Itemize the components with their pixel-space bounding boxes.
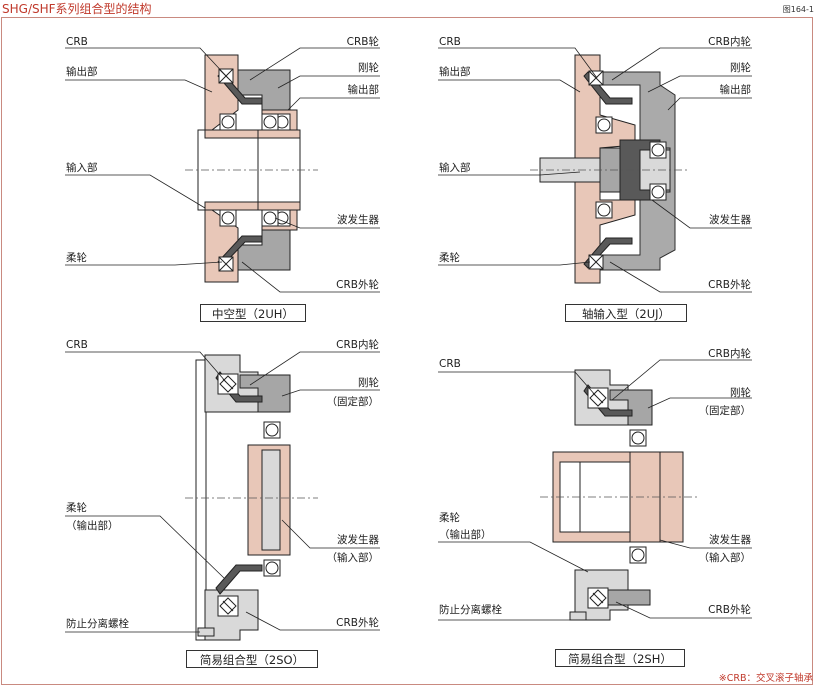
label-output-right: 输出部 xyxy=(719,84,752,96)
figure-frame xyxy=(1,17,813,685)
label-anti-separation-bolt: 防止分离螺栓 xyxy=(439,604,502,616)
caption-2so: 简易组合型（2SO） xyxy=(186,650,318,668)
caption-2sh: 简易组合型（2SH） xyxy=(555,649,685,667)
diagram-2uj xyxy=(438,47,752,293)
label-crb-inner: CRB内轮 xyxy=(708,348,751,360)
caption-2uj: 轴输入型（2UJ） xyxy=(565,304,687,322)
label-input-note: （输入部） xyxy=(326,552,380,564)
label-output-right: 输出部 xyxy=(347,84,380,96)
label-crb-outer: CRB外轮 xyxy=(336,279,379,291)
label-flexspline: 柔轮 xyxy=(66,502,87,514)
diagram-2sh xyxy=(438,359,752,621)
label-input: 输入部 xyxy=(439,162,471,174)
label-circular-spline: 刚轮 xyxy=(358,377,379,389)
diagram-2so xyxy=(65,351,380,641)
label-crb-inner: CRB内轮 xyxy=(336,339,379,351)
label-output-note: （输出部） xyxy=(66,520,119,532)
label-crb-outer: CRB外轮 xyxy=(708,604,751,616)
label-crb-outer: CRB外轮 xyxy=(708,279,751,291)
label-wave-generator: 波发生器 xyxy=(709,214,751,226)
label-wave-generator: 波发生器 xyxy=(337,534,379,546)
label-circular-spline: 刚轮 xyxy=(358,62,379,74)
label-crb-outer: CRB外轮 xyxy=(336,617,379,629)
caption-2uh: 中空型（2UH） xyxy=(200,304,306,322)
label-wave-generator: 波发生器 xyxy=(337,214,379,226)
footnote: ※CRB：交叉滚子轴承 xyxy=(718,673,813,684)
label-crb: CRB xyxy=(66,36,88,48)
label-circular-spline: 刚轮 xyxy=(730,387,751,399)
label-flexspline: 柔轮 xyxy=(439,252,460,264)
label-fixed-note: （固定部） xyxy=(326,396,380,408)
label-fixed-note: （固定部） xyxy=(698,405,752,417)
figure-number: 图164-1 xyxy=(782,5,814,14)
label-flexspline: 柔轮 xyxy=(439,512,460,524)
label-crb-inner: CRB内轮 xyxy=(708,36,751,48)
diagram-2uh xyxy=(65,47,380,293)
label-crb: CRB xyxy=(439,36,461,48)
label-output: 输出部 xyxy=(66,66,98,78)
label-flexspline: 柔轮 xyxy=(66,252,87,264)
page-title: SHG/SHF系列组合型的结构 xyxy=(2,2,152,16)
label-crb-wheel: CRB轮 xyxy=(346,36,379,48)
label-crb: CRB xyxy=(66,339,88,351)
label-input: 输入部 xyxy=(66,162,98,174)
label-crb: CRB xyxy=(439,358,461,370)
label-input-note: （输入部） xyxy=(698,552,752,564)
label-output: 输出部 xyxy=(439,66,471,78)
label-circular-spline: 刚轮 xyxy=(730,62,751,74)
label-anti-separation-bolt: 防止分离螺栓 xyxy=(66,618,129,630)
label-wave-generator: 波发生器 xyxy=(709,534,751,546)
label-output-note: （输出部） xyxy=(439,529,492,541)
